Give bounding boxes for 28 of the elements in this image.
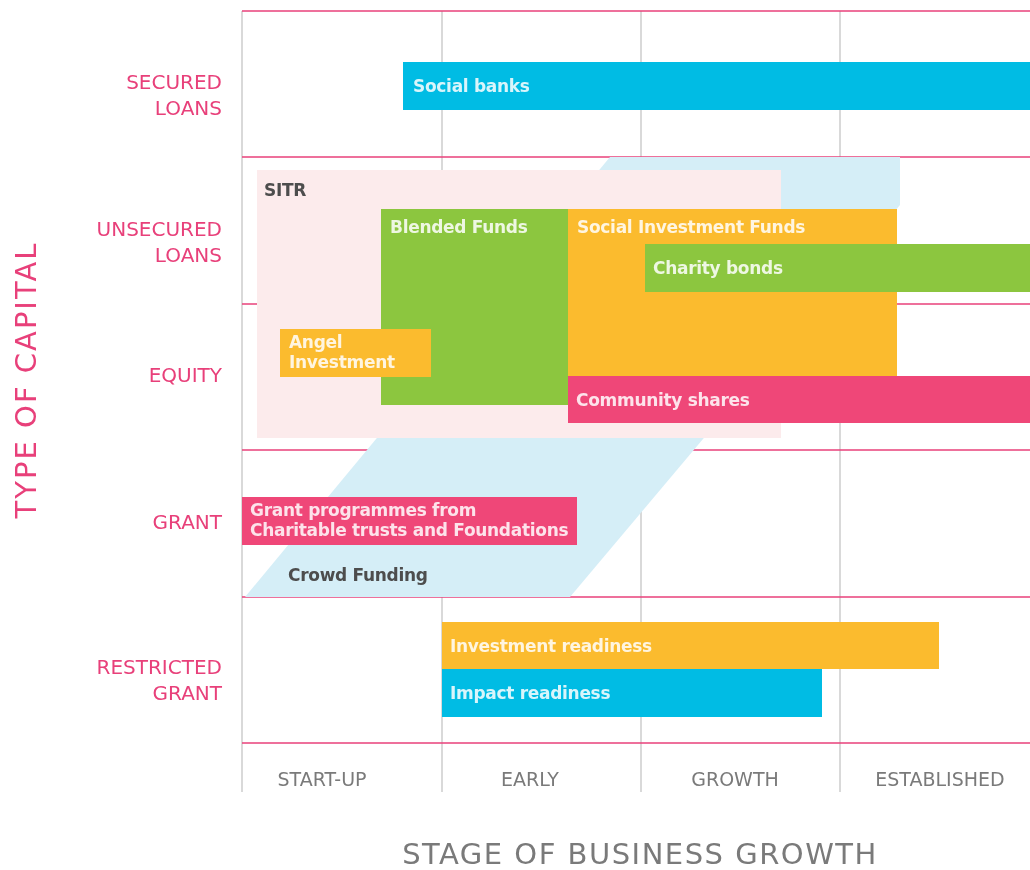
funding-bar (442, 669, 822, 717)
node-label: Community shares (576, 390, 750, 411)
node-label: Social banks (413, 76, 530, 97)
row-label: UNSECURED LOANS (95, 216, 222, 268)
node-label: SITR (264, 180, 307, 201)
funding-bar (645, 244, 1030, 292)
funding-bar (442, 622, 939, 669)
axis-title: STAGE OF BUSINESS GROWTH (402, 837, 878, 870)
node-label: Crowd Funding (288, 565, 428, 586)
column-label: EARLY (501, 768, 559, 790)
column-label: GROWTH (691, 768, 779, 790)
funding-bar (568, 376, 1030, 423)
node-label: Investment readiness (450, 636, 652, 657)
funding-bar (403, 62, 1030, 110)
row-label: SECURED LOANS (125, 69, 222, 121)
column-label: ESTABLISHED (875, 768, 1005, 790)
row-label: RESTRICTED GRANT (95, 654, 222, 706)
node-label: Angel Investment (289, 332, 396, 372)
axis-title: TYPE OF CAPITAL (9, 241, 43, 519)
node-label: Blended Funds (390, 217, 528, 238)
node-label: Social Investment Funds (577, 217, 806, 238)
node-label: Impact readiness (450, 683, 611, 704)
row-label: GRANT (151, 509, 222, 535)
node-label: Grant programmes from Charitable trusts and Foundations (250, 500, 570, 540)
crowd-funding-band (245, 157, 900, 597)
node-label: Charity bonds (653, 258, 783, 279)
row-label: EQUITY (147, 362, 222, 388)
column-label: START-UP (277, 768, 367, 790)
